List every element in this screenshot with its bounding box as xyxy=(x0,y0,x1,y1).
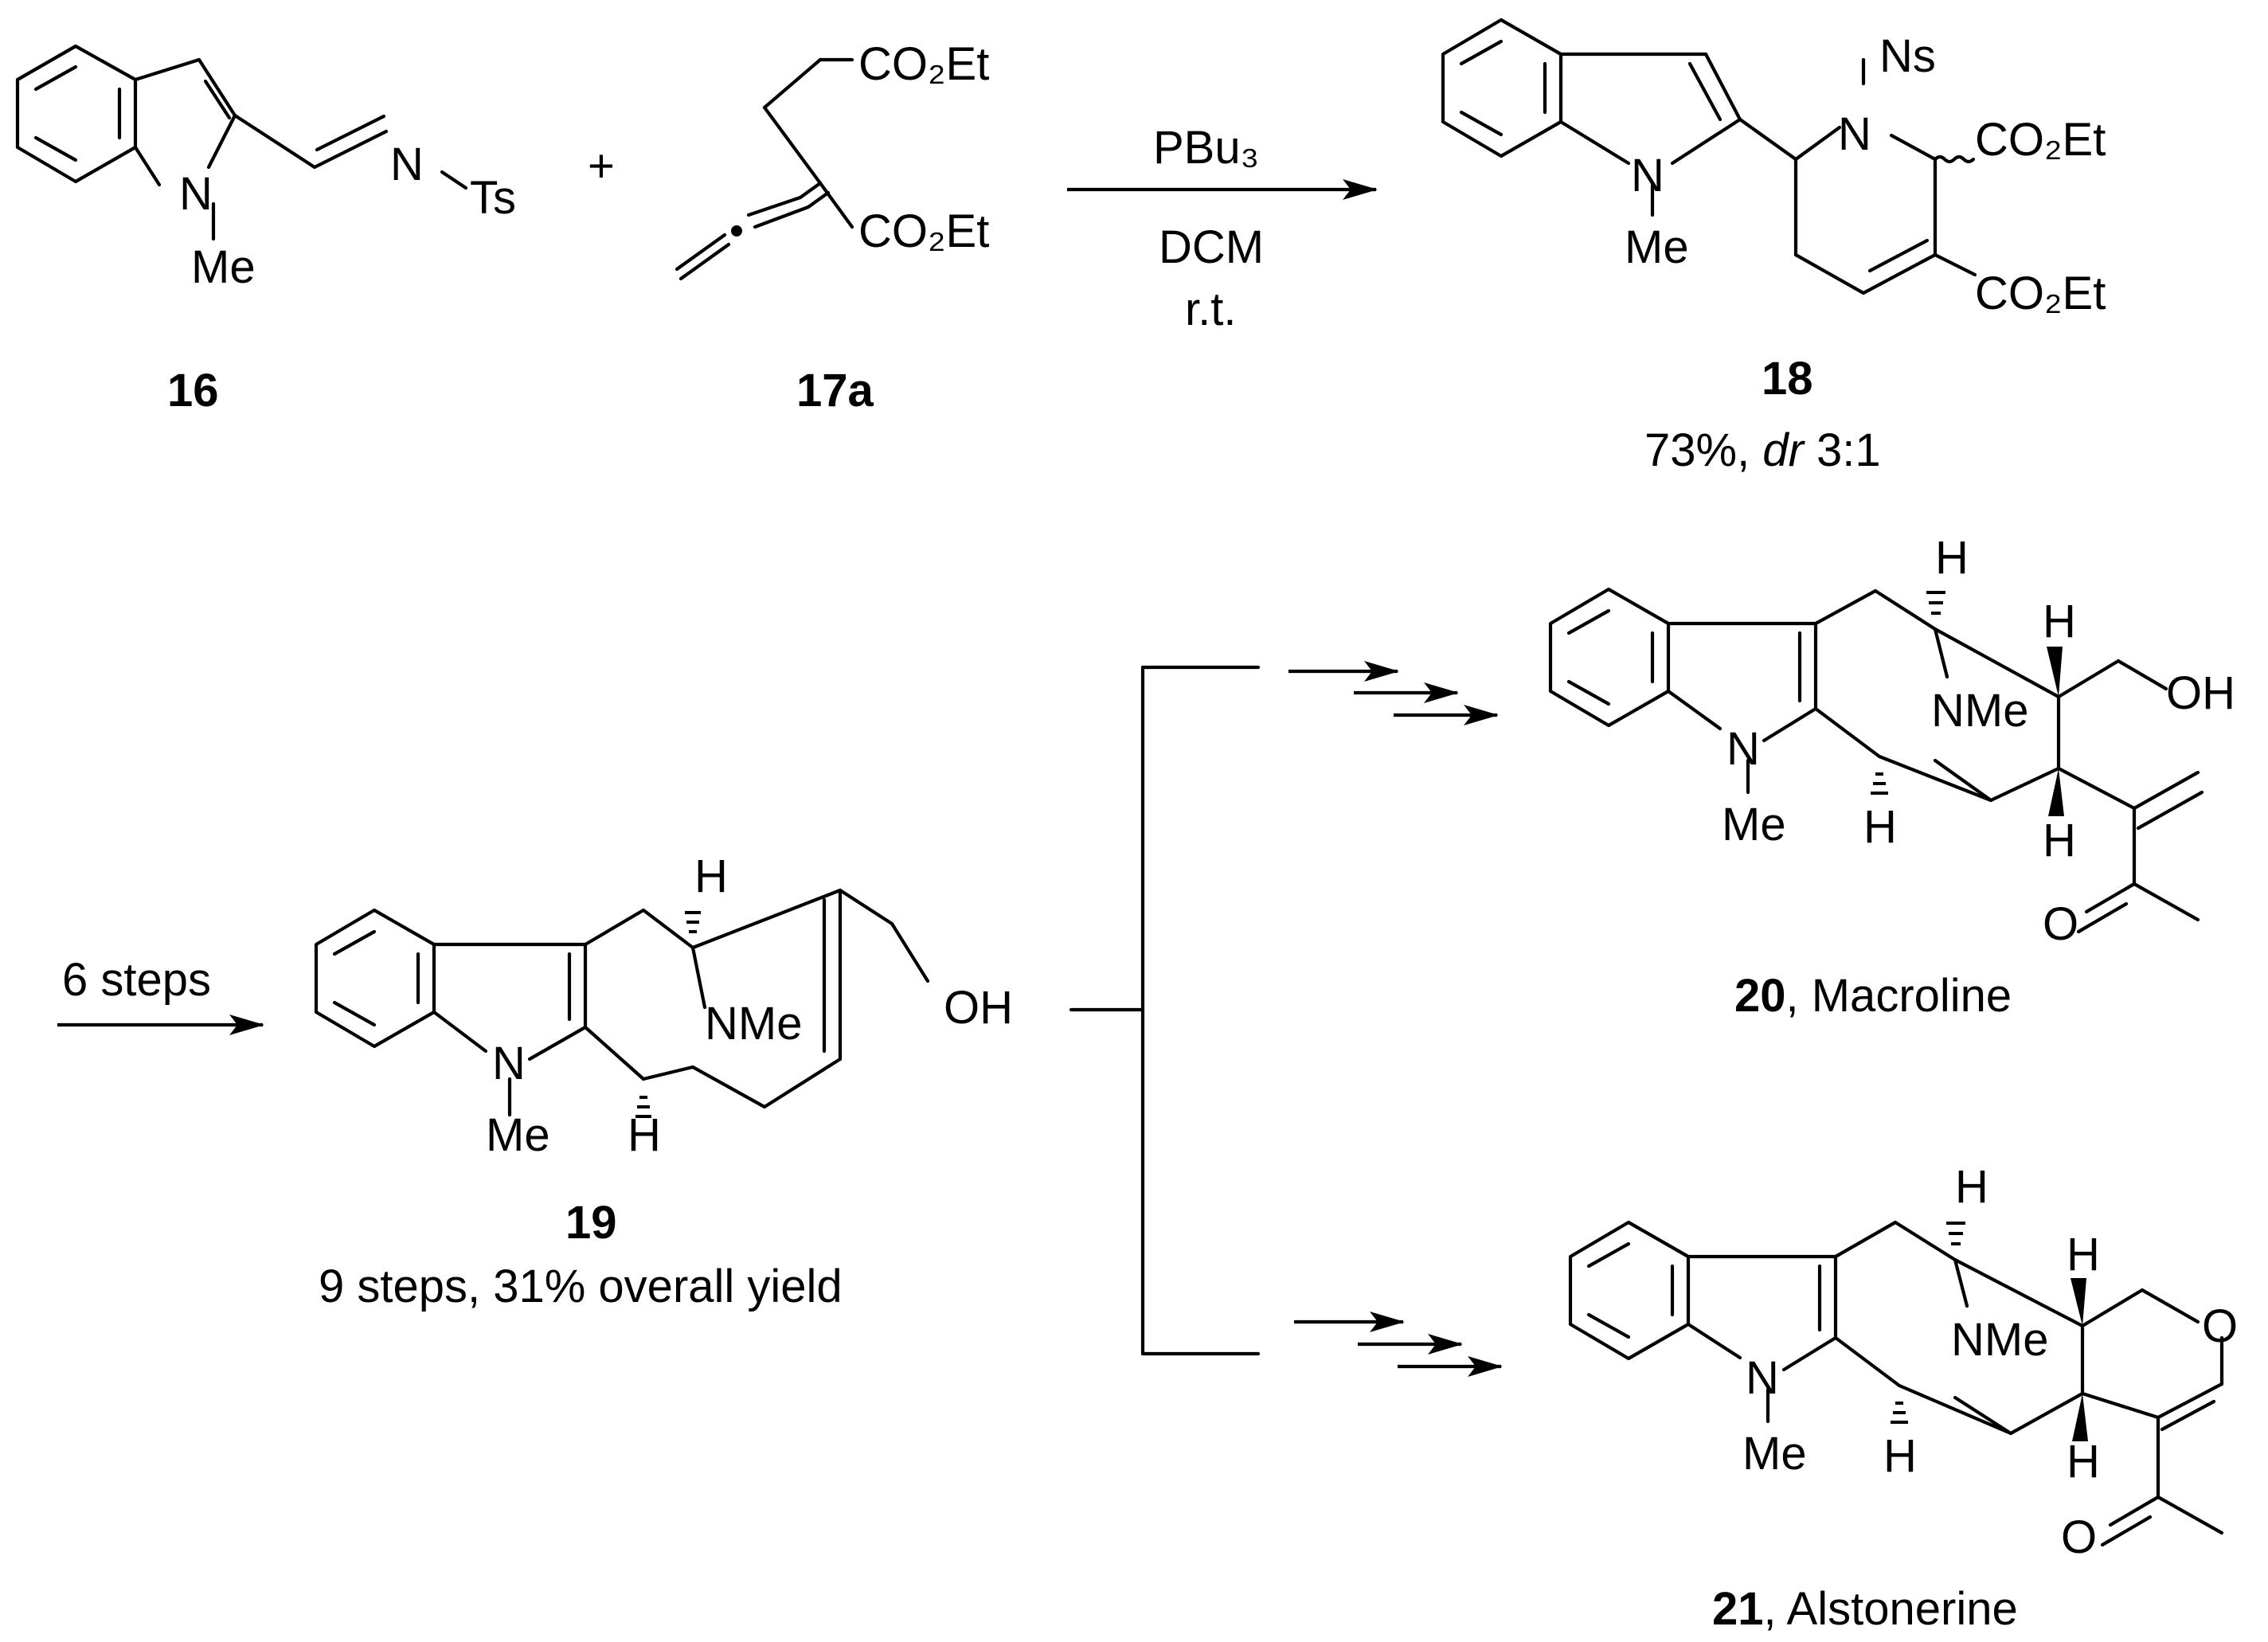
reagent-pbu3: PBu₃ xyxy=(1153,122,1259,174)
compound-20-caption: 20, Macroline xyxy=(1734,970,2012,1022)
compound-20-bonds xyxy=(1548,587,2204,934)
compound-20-oh: OH xyxy=(2166,667,2235,719)
yield-percent: 73%, xyxy=(1644,424,1762,476)
compound-17a: CO₂Et CO₂Et 17a xyxy=(675,38,989,416)
dr-value: 3:1 xyxy=(1804,424,1881,476)
compound-21-nme: NMe xyxy=(1951,1314,2048,1366)
branch-bracket xyxy=(1069,665,1261,1356)
reaction-arrow-2: 6 steps xyxy=(57,954,264,1035)
compound-18-ester-2: CO₂Et xyxy=(1975,268,2106,319)
compound-21-name: , Alstonerine xyxy=(1764,1583,2018,1635)
compound-21-bonds xyxy=(1568,1220,2224,1547)
compound-18-methyl: Me xyxy=(1625,221,1689,273)
compound-19-bonds xyxy=(314,888,930,1117)
compound-20-h-4: H xyxy=(2043,815,2076,866)
compound-21-h-3: H xyxy=(1883,1430,1917,1482)
compound-16-bonds xyxy=(15,44,468,241)
compound-16: N Me N Ts 16 xyxy=(15,44,516,416)
compound-20: H H NMe OH N Me H H O 20, Macroline xyxy=(1548,532,2235,1022)
compound-19-oh: OH xyxy=(944,982,1013,1034)
compound-16-tosyl: Ts xyxy=(470,172,516,224)
compound-18-bonds xyxy=(1441,18,1977,295)
compound-18-indole-n: N xyxy=(1631,150,1664,201)
compound-18-ns: Ns xyxy=(1879,30,1936,82)
compound-20-wedges xyxy=(2047,647,2064,816)
reaction-arrow-1: PBu₃ DCM r.t. xyxy=(1067,122,1378,335)
compound-21-number: 21 xyxy=(1712,1583,1764,1635)
compound-21-methyl: Me xyxy=(1742,1428,1807,1480)
compound-19-indole-n: N xyxy=(492,1038,526,1089)
solvent-dcm: DCM xyxy=(1159,221,1264,273)
compound-19-h-bottom: H xyxy=(628,1109,661,1161)
compound-21-indole-n: N xyxy=(1746,1352,1779,1404)
compound-20-carbonyl-o: O xyxy=(2043,898,2078,950)
compound-17a-number: 17a xyxy=(796,365,874,416)
compound-21-caption: 21, Alstonerine xyxy=(1712,1583,2018,1635)
compound-18-number: 18 xyxy=(1762,353,1813,405)
compound-21-hash-bonds xyxy=(1891,1222,1965,1424)
compound-21-ring-o: O xyxy=(2202,1300,2238,1352)
compound-19-methyl: Me xyxy=(486,1109,550,1161)
compound-21-wedges xyxy=(2071,1278,2088,1441)
compound-19-hash-bonds xyxy=(635,911,701,1118)
compound-16-imine-n: N xyxy=(390,139,424,190)
compound-19-h-top: H xyxy=(694,850,728,902)
compound-18: Ns N N Me CO₂Et CO₂Et 18 73%, dr 3:1 xyxy=(1441,18,2106,476)
temperature-rt: r.t. xyxy=(1185,283,1236,335)
compound-20-h-1: H xyxy=(1935,532,1969,584)
plus-sign: + xyxy=(588,140,615,192)
compound-20-number: 20 xyxy=(1734,970,1786,1022)
compound-20-hash-bonds xyxy=(1871,591,1945,795)
compound-20-nme: NMe xyxy=(1931,685,2028,737)
compound-20-indole-n: N xyxy=(1726,723,1760,775)
compound-16-number: 16 xyxy=(167,365,219,416)
compound-21-h-1: H xyxy=(1955,1161,1988,1213)
compound-20-h-2: H xyxy=(2043,596,2076,647)
compound-20-name: , Macroline xyxy=(1786,970,2012,1022)
compound-21-h-4: H xyxy=(2067,1436,2100,1488)
compound-21-carbonyl-o: O xyxy=(2061,1511,2097,1563)
compound-17a-ester-1: CO₂Et xyxy=(858,38,989,90)
compound-19: H NMe OH N Me H 19 9 steps, 31% overall … xyxy=(314,850,1013,1312)
multi-step-arrows-macroline xyxy=(1288,661,1499,725)
compound-18-ester-1: CO₂Et xyxy=(1975,114,2106,166)
step2-label: 6 steps xyxy=(62,954,211,1006)
compound-17a-ester-2: CO₂Et xyxy=(858,205,989,257)
compound-19-nme: NMe xyxy=(705,998,802,1050)
compound-20-methyl: Me xyxy=(1722,799,1786,850)
compound-19-number: 19 xyxy=(565,1197,617,1249)
multi-step-arrows-alstonerine xyxy=(1294,1312,1503,1377)
compound-16-methyl: Me xyxy=(191,241,256,293)
compound-17a-bonds xyxy=(675,57,854,281)
dr-label: dr xyxy=(1762,424,1805,476)
compound-20-h-3: H xyxy=(1863,801,1897,853)
compound-19-caption: 9 steps, 31% overall yield xyxy=(319,1261,843,1312)
compound-21-h-2: H xyxy=(2067,1229,2100,1280)
compound-18-yield: 73%, dr 3:1 xyxy=(1644,424,1881,476)
allene-dot xyxy=(731,225,742,237)
compound-21: H H NMe O N Me H H O 21, Alstonerine xyxy=(1568,1161,2238,1635)
compound-16-indole-n: N xyxy=(179,168,213,220)
compound-18-ring-n: N xyxy=(1838,108,1871,160)
